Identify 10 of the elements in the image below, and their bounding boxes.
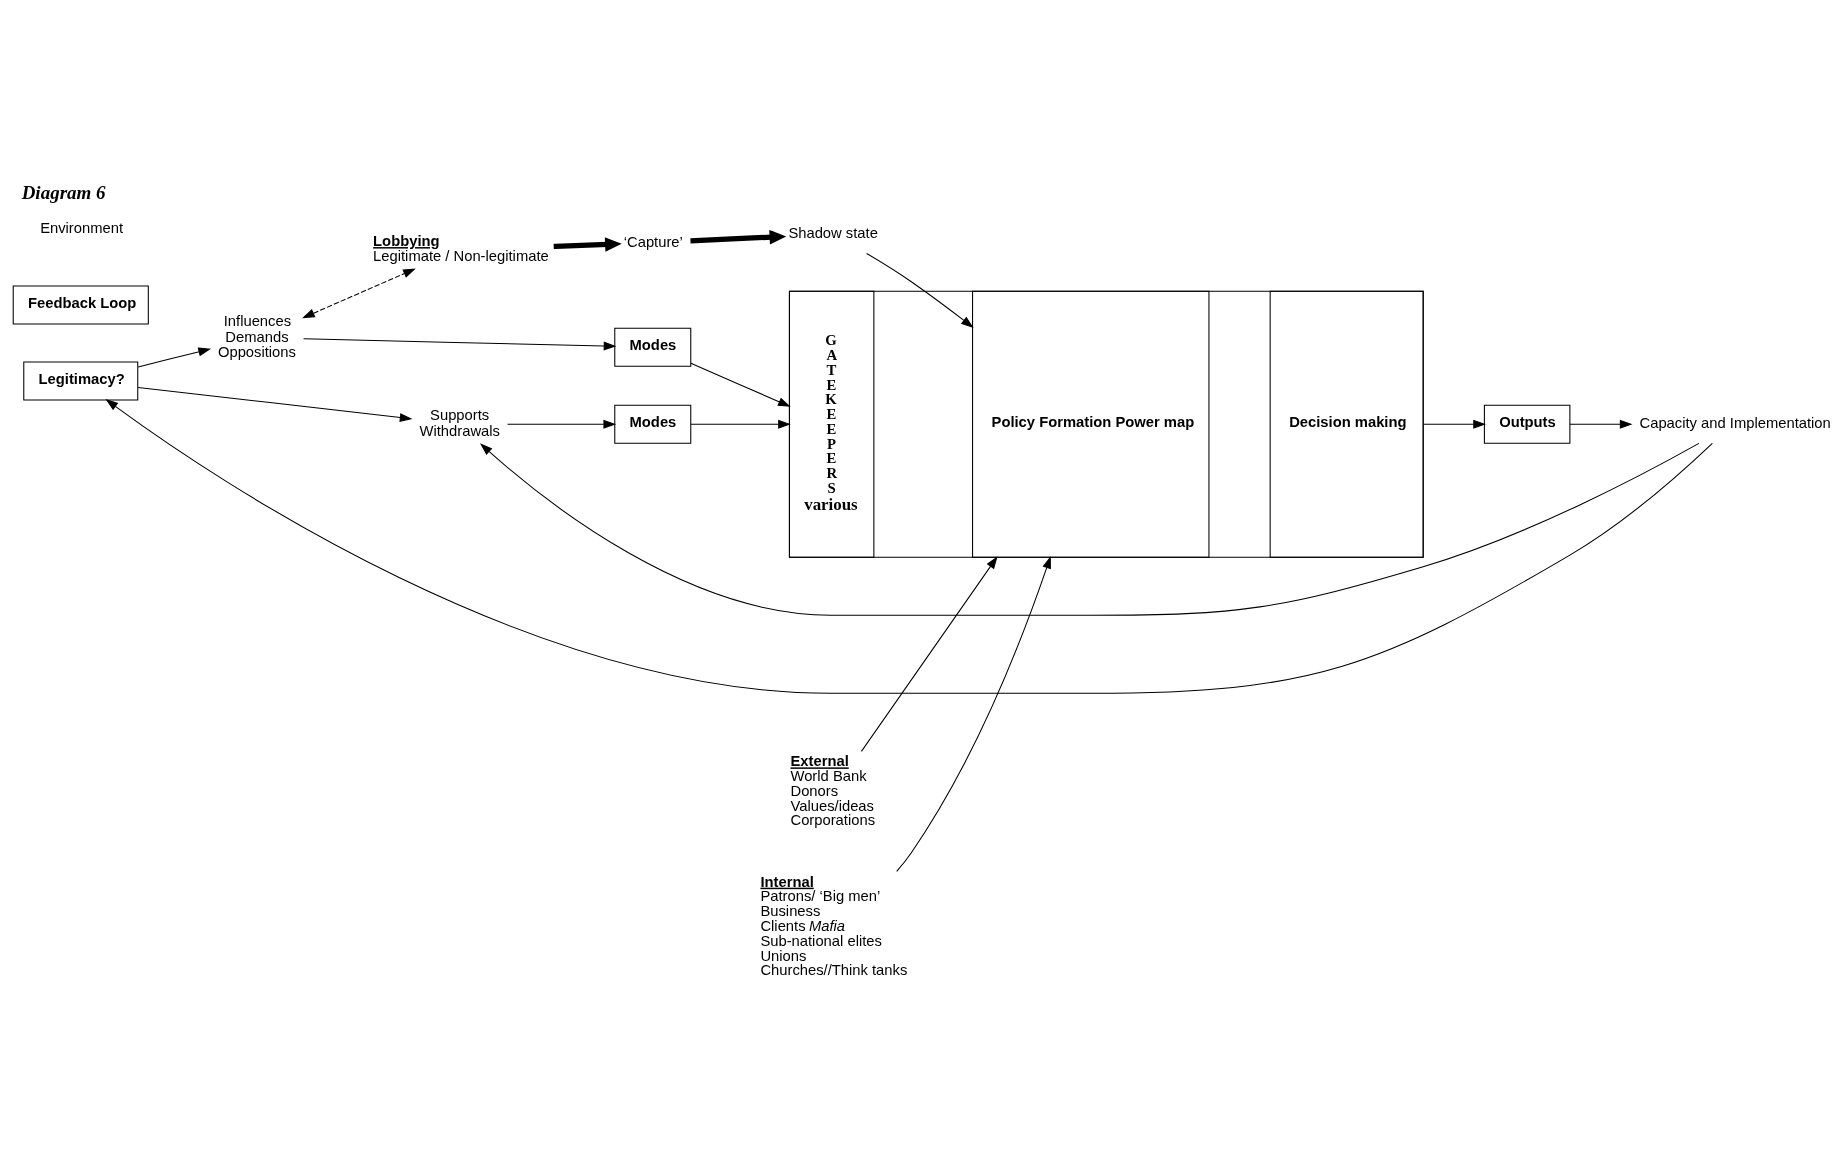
node-text: Shadow state <box>787 225 878 242</box>
node-text: Internal Patrons/ ‘Big men’ Business Clients Mafia Sub-national elites Unions Churches//Think tanks <box>759 873 907 979</box>
diagram-title: Diagram 6 <box>21 181 106 203</box>
node-text: Supports Withdrawals <box>419 407 500 440</box>
node-text: ‘Capture’ <box>623 233 683 250</box>
node-text: Influences Demands Oppositions <box>217 312 296 361</box>
node-text: Capacity and Implementation <box>1639 415 1831 432</box>
label: Environment <box>39 219 123 236</box>
node-text: External World Bank Donors Values/ideas Corporations <box>790 753 875 829</box>
node-text: Lobbying Legitimate / Non-legitimate <box>372 233 549 264</box>
